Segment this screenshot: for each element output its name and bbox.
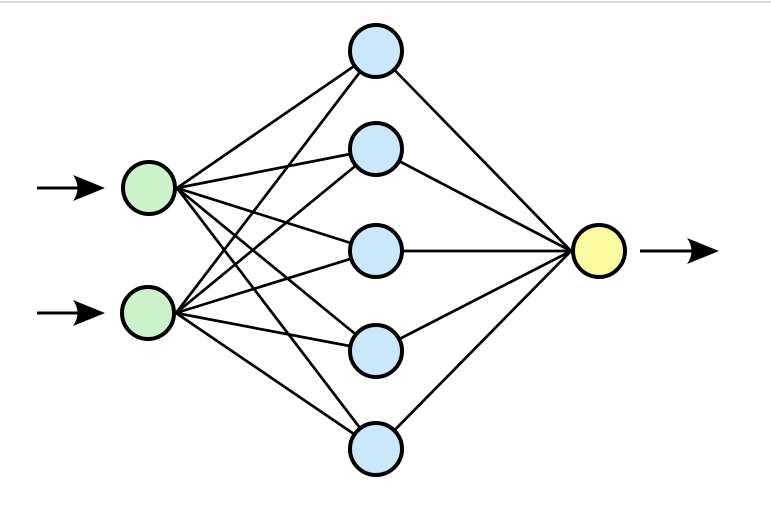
input-arrow-2-arrowhead-icon (73, 300, 105, 326)
input-2-node (120, 285, 176, 341)
edge-hidden-1-output-1 (375, 50, 572, 252)
input-arrow-1-arrowhead-icon (73, 175, 105, 201)
edge-input-1-hidden-2 (176, 147, 377, 190)
edge-input-1-hidden-4 (176, 186, 377, 353)
edge-input-2-hidden-3 (175, 249, 377, 315)
edge-input-1-hidden-5 (175, 187, 378, 450)
edge-input-2-hidden-5 (175, 311, 377, 451)
hidden-2-node (348, 121, 404, 177)
hidden-1-node (348, 23, 404, 79)
hidden-4-node (348, 323, 404, 379)
edge-input-2-hidden-2 (175, 147, 377, 315)
edge-hidden-2-output-1 (375, 147, 572, 253)
hidden-3-node (348, 223, 404, 279)
input-1-node (121, 160, 177, 216)
edge-hidden-4-output-1 (375, 249, 572, 353)
output-1-node (571, 223, 627, 279)
output-arrow-1-arrowhead-icon (687, 238, 719, 264)
edge-input-1-hidden-3 (176, 186, 377, 253)
edge-input-2-hidden-4 (175, 311, 377, 353)
top-border-line (0, 1, 771, 3)
edge-hidden-5-output-1 (375, 250, 572, 450)
hidden-5-node (348, 421, 404, 477)
edge-input-2-hidden-1 (174, 50, 378, 314)
edge-input-1-hidden-1 (176, 49, 377, 190)
